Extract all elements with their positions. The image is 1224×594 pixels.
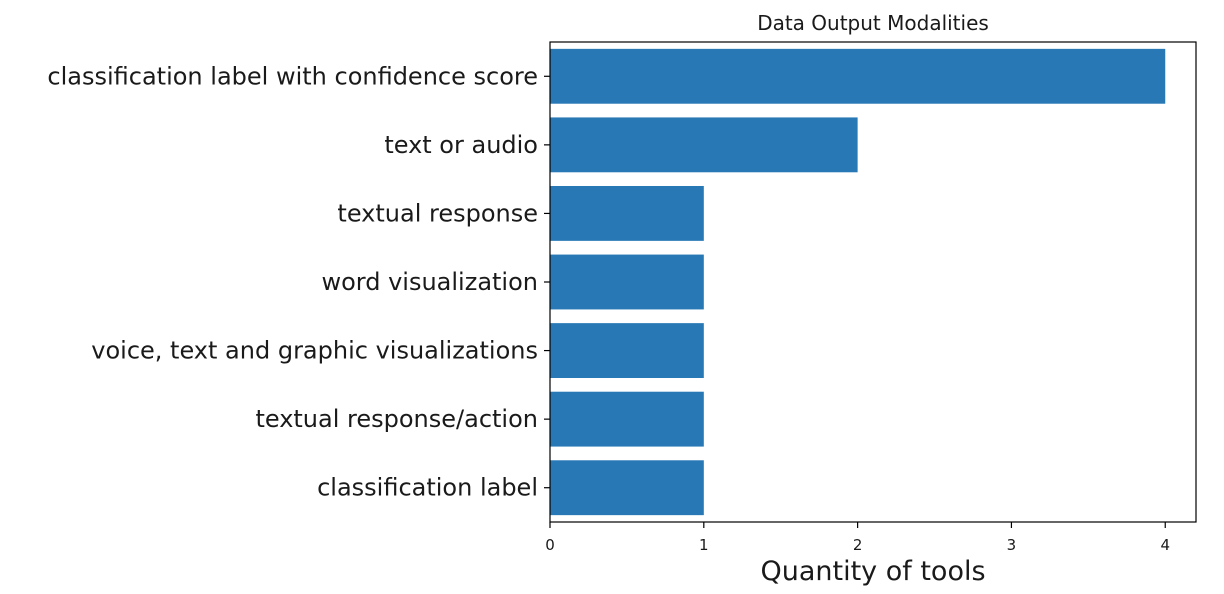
x-tick-label: 0 <box>545 536 555 554</box>
x-tick-label: 2 <box>853 536 863 554</box>
bars-group <box>550 48 1166 516</box>
bar <box>550 117 858 173</box>
x-tick-label: 1 <box>699 536 709 554</box>
x-axis-label: Quantity of tools <box>760 556 985 587</box>
chart-title: Data Output Modalities <box>757 11 989 35</box>
x-tick-label: 4 <box>1160 536 1170 554</box>
bar <box>550 254 704 310</box>
category-label: word visualization <box>321 268 538 296</box>
category-label: classification label <box>317 474 538 502</box>
category-label: text or audio <box>384 131 538 159</box>
x-axis-ticks: 0 1 2 3 4 <box>545 522 1170 554</box>
x-tick-label: 3 <box>1007 536 1017 554</box>
bar <box>550 391 704 447</box>
bar <box>550 48 1166 104</box>
bar <box>550 186 704 241</box>
plot-frame <box>549 41 1197 523</box>
category-label: voice, text and graphic visualizations <box>91 337 538 365</box>
category-label: textual response <box>337 199 538 227</box>
bar <box>550 323 704 378</box>
bar <box>550 460 704 516</box>
category-label: classification label with confidence sco… <box>47 62 538 90</box>
category-label: textual response/action <box>255 405 538 433</box>
category-labels: classification label with confidence sco… <box>47 62 550 502</box>
